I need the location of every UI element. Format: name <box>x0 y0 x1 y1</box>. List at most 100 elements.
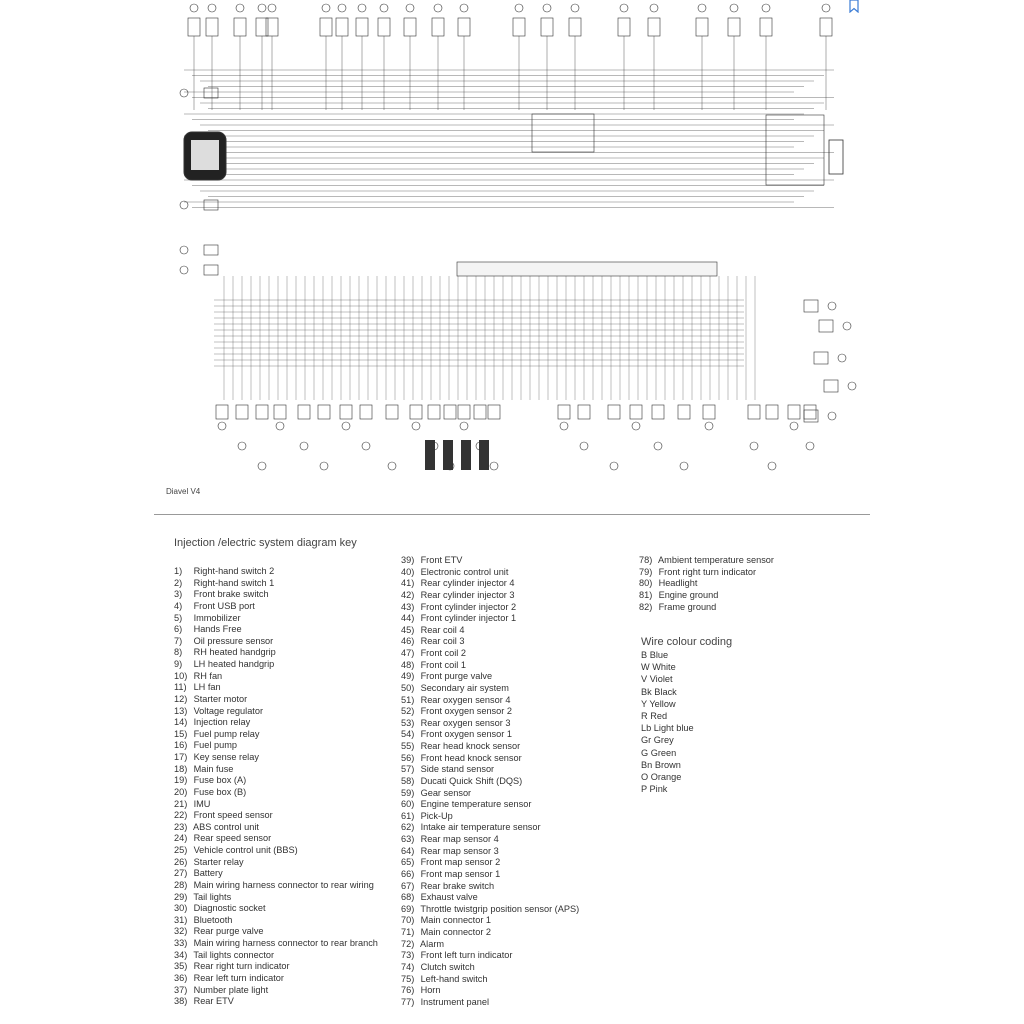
key-item: 61) Pick-Up <box>401 811 579 823</box>
key-item-number: 12) <box>174 693 188 704</box>
connector <box>203 199 219 211</box>
key-item: 40) Electronic control unit <box>401 567 579 579</box>
key-item-label: Front oxygen sensor 2 <box>420 706 512 717</box>
key-item: 28) Main wiring harness connector to rea… <box>174 880 378 892</box>
bookmark-icon[interactable] <box>848 0 860 13</box>
connector-callout <box>631 421 641 431</box>
key-item-label: Front oxygen sensor 1 <box>420 729 512 740</box>
connector <box>203 244 219 256</box>
key-item-label: Alarm <box>420 938 445 949</box>
key-item-label: Battery <box>193 868 223 879</box>
connector-callout <box>729 3 739 13</box>
key-item-label: Rear coil 3 <box>420 636 465 647</box>
connector <box>818 319 834 333</box>
connector <box>568 17 582 37</box>
key-item-number: 77) <box>401 996 415 1007</box>
key-item-label: Hands Free <box>193 624 242 635</box>
key-item: 37) Number plate light <box>174 985 378 997</box>
key-item-label: Front USB port <box>193 600 255 611</box>
connector <box>607 404 621 420</box>
key-item: 5) Immobilizer <box>174 613 378 625</box>
connector-callout <box>649 3 659 13</box>
wire-colour-code: R <box>641 711 648 722</box>
key-item-number: 2) <box>174 577 183 588</box>
key-item: 62) Intake air temperature sensor <box>401 822 579 834</box>
key-item: 79) Front right turn indicator <box>639 567 774 579</box>
key-item: 21) IMU <box>174 799 378 811</box>
key-item-label: Rear coil 4 <box>420 624 465 635</box>
key-item-number: 66) <box>401 868 415 879</box>
connector <box>431 17 445 37</box>
key-item-label: Vehicle control unit (BBS) <box>193 845 298 855</box>
key-item-label: Front coil 2 <box>420 648 467 658</box>
key-item: 14) Injection relay <box>174 717 378 729</box>
key-item: 12) Starter motor <box>174 694 378 706</box>
key-item: 49) Front purge valve <box>401 671 579 683</box>
key-item-number: 38) <box>174 996 188 1007</box>
key-item-number: 78) <box>639 555 653 565</box>
connector <box>457 17 471 37</box>
key-item: 35) Rear right turn indicator <box>174 961 378 973</box>
key-item-number: 61) <box>401 810 415 821</box>
key-title: Injection /electric system diagram key <box>174 537 357 549</box>
connector <box>512 17 526 37</box>
connector <box>540 17 554 37</box>
key-item-label: Main connector 1 <box>420 915 492 926</box>
connector-callout <box>749 441 759 451</box>
key-item-label: Rear left turn indicator <box>193 972 284 983</box>
wire-colour-item: G Green <box>641 747 694 759</box>
key-item-number: 79) <box>639 566 653 577</box>
key-item-number: 81) <box>639 589 653 600</box>
connector <box>813 351 829 365</box>
connector-callout <box>827 411 837 421</box>
connector-callout <box>653 441 663 451</box>
key-item: 47) Front coil 2 <box>401 648 579 660</box>
wire-colour-code: Gr <box>641 735 652 746</box>
connector-callout <box>821 3 831 13</box>
key-item: 48) Front coil 1 <box>401 660 579 672</box>
wire-colour-item: Bn Brown <box>641 759 694 771</box>
key-item: 44) Front cylinder injector 1 <box>401 613 579 625</box>
connector-callout <box>257 461 267 471</box>
key-item-label: Rear purge valve <box>193 926 264 937</box>
key-item-number: 50) <box>401 682 415 693</box>
key-item-number: 25) <box>174 845 188 855</box>
key-item-number: 49) <box>401 671 415 682</box>
connector <box>803 409 819 423</box>
connector <box>443 404 457 420</box>
key-item-label: RH heated handgrip <box>193 647 276 658</box>
key-item-label: Front cylinder injector 2 <box>420 601 517 612</box>
connector-callout <box>542 3 552 13</box>
wire-colour-title: Wire colour coding <box>641 636 733 648</box>
key-item-number: 75) <box>401 973 415 984</box>
key-item-number: 19) <box>174 775 188 786</box>
key-item-number: 35) <box>174 961 188 972</box>
connector-callout <box>704 421 714 431</box>
key-item-label: Right-hand switch 1 <box>193 577 275 588</box>
key-item-label: Rear map sensor 4 <box>420 834 499 844</box>
key-item: 66) Front map sensor 1 <box>401 869 579 881</box>
connector <box>702 404 716 420</box>
key-item: 20) Fuse box (B) <box>174 787 378 799</box>
connector <box>803 299 819 313</box>
key-item: 9) LH heated handgrip <box>174 659 378 671</box>
wire-colour-name: Green <box>650 747 677 758</box>
connector <box>255 404 269 420</box>
key-item-number: 32) <box>174 926 188 937</box>
key-item: 23) ABS control unit <box>174 822 378 834</box>
key-item: 65) Front map sensor 2 <box>401 857 579 869</box>
key-item: 68) Exhaust valve <box>401 892 579 904</box>
connector <box>765 404 779 420</box>
key-item-label: Starter relay <box>193 856 244 867</box>
key-item: 77) Instrument panel <box>401 997 579 1009</box>
injector-graphic <box>479 440 489 470</box>
key-item: 26) Starter relay <box>174 857 378 869</box>
key-item-label: Pick-Up <box>420 810 453 821</box>
wire-colour-code: P <box>641 784 647 795</box>
key-item-number: 31) <box>174 914 188 925</box>
key-item: 75) Left-hand switch <box>401 974 579 986</box>
key-item-label: Instrument panel <box>420 996 489 1007</box>
key-item-number: 74) <box>401 961 415 972</box>
